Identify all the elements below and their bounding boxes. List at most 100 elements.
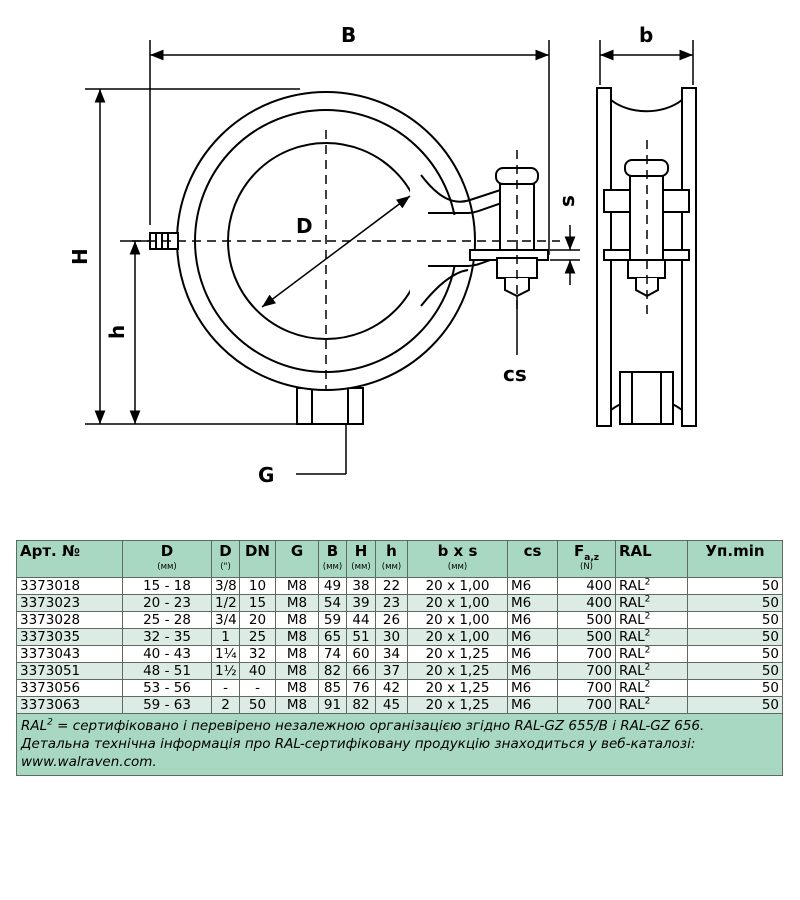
table-cell: 3373051 <box>16 662 123 680</box>
table-cell: RAL2 <box>615 611 688 629</box>
table-cell: 65 <box>318 628 347 646</box>
table-cell: 50 <box>687 645 783 663</box>
col-header-h-lower: h(мм) <box>375 540 408 578</box>
note-ral-cert: = сертифіковано і перевірено незалежною … <box>52 718 705 734</box>
table-cell: M8 <box>275 679 319 697</box>
table-cell: 91 <box>318 696 347 714</box>
table-cell: 51 <box>346 628 376 646</box>
dim-label-H: H <box>68 248 92 265</box>
table-cell: 3373023 <box>16 594 123 612</box>
table-cell: 82 <box>346 696 376 714</box>
table-cell: M6 <box>507 594 558 612</box>
table-cell: 30 <box>375 628 408 646</box>
table-cell: 66 <box>346 662 376 680</box>
table-cell: RAL2 <box>615 679 688 697</box>
table-cell: M8 <box>275 594 319 612</box>
table-cell: M6 <box>507 628 558 646</box>
dim-label-h: h <box>105 325 129 339</box>
front-view <box>149 91 549 425</box>
table-cell: M6 <box>507 679 558 697</box>
table-cell: 34 <box>375 645 408 663</box>
table-cell: 39 <box>346 594 376 612</box>
table-cell: 700 <box>557 696 616 714</box>
col-header-dn: DN <box>239 540 276 578</box>
table-cell: 700 <box>557 679 616 697</box>
pipe-clamp-drawing: B b H h D s cs G <box>68 23 697 487</box>
table-cell: M6 <box>507 611 558 629</box>
table-cell: 20 x 1,25 <box>407 645 508 663</box>
table-cell: 20 x 1,00 <box>407 628 508 646</box>
col-header-cs: cs <box>507 540 558 578</box>
table-cell: 40 <box>239 662 276 680</box>
table-cell: RAL2 <box>615 594 688 612</box>
table-cell: RAL2 <box>615 696 688 714</box>
dim-label-cs: cs <box>503 362 527 386</box>
table-cell: M6 <box>507 662 558 680</box>
table-cell: 3/8 <box>211 577 240 595</box>
table-cell: RAL2 <box>615 662 688 680</box>
table-cell: M8 <box>275 611 319 629</box>
table-notes: RAL2 = сертифіковано і перевірено незале… <box>16 713 783 776</box>
side-view <box>596 87 697 427</box>
table-cell: 53 - 56 <box>122 679 212 697</box>
col-header-bxs: b x s(мм) <box>407 540 508 578</box>
table-header-row: Арт. № D(мм) D(") DN G B(мм) H(мм) h(мм)… <box>16 540 783 578</box>
table-cell: 20 x 1,25 <box>407 662 508 680</box>
table-cell: RAL2 <box>615 645 688 663</box>
table-cell: 20 x 1,00 <box>407 611 508 629</box>
col-header-pack-min: Уп.min <box>687 540 783 578</box>
table-cell: 1¼ <box>211 645 240 663</box>
table-cell: 20 x 1,25 <box>407 679 508 697</box>
table-cell: 59 <box>318 611 347 629</box>
table-cell: 700 <box>557 645 616 663</box>
table-cell: 37 <box>375 662 408 680</box>
dim-label-D: D <box>296 214 313 238</box>
table-cell: 20 x 1,00 <box>407 577 508 595</box>
table-cell: 38 <box>346 577 376 595</box>
table-cell: 42 <box>375 679 408 697</box>
table-cell: 400 <box>557 594 616 612</box>
ral-sup: 2 <box>47 717 53 728</box>
table-cell: - <box>211 679 240 697</box>
table-cell: 26 <box>375 611 408 629</box>
dim-label-b: b <box>639 23 653 47</box>
table-cell: 25 <box>239 628 276 646</box>
col-header-d-mm: D(мм) <box>122 540 212 578</box>
col-header-ral: RAL <box>615 540 688 578</box>
table-cell: 3373035 <box>16 628 123 646</box>
dim-label-s: s <box>555 195 579 207</box>
table-cell: 400 <box>557 577 616 595</box>
table-cell: M8 <box>275 696 319 714</box>
table-cell: 50 <box>687 628 783 646</box>
table-cell: 20 - 23 <box>122 594 212 612</box>
table-cell: 3/4 <box>211 611 240 629</box>
table-cell: 1 <box>211 628 240 646</box>
table-cell: 22 <box>375 577 408 595</box>
table-cell: 50 <box>687 696 783 714</box>
table-cell: M8 <box>275 662 319 680</box>
table-cell: 15 - 18 <box>122 577 212 595</box>
dimension-lines <box>85 40 694 475</box>
table-cell: 50 <box>239 696 276 714</box>
table-cell: RAL2 <box>615 628 688 646</box>
table-cell: 76 <box>346 679 376 697</box>
table-cell: 50 <box>687 577 783 595</box>
table-cell: 2 <box>211 696 240 714</box>
table-cell: 20 x 1,25 <box>407 696 508 714</box>
table-cell: 700 <box>557 662 616 680</box>
table-cell: M6 <box>507 577 558 595</box>
spec-table: Арт. № D(мм) D(") DN G B(мм) H(мм) h(мм)… <box>16 540 783 776</box>
table-cell: 44 <box>346 611 376 629</box>
ral-term: RAL <box>21 718 48 734</box>
col-header-force: Fa,z(N) <box>557 540 616 578</box>
table-cell: 20 <box>239 611 276 629</box>
table-cell: 1½ <box>211 662 240 680</box>
table-cell: 3373056 <box>16 679 123 697</box>
table-cell: 10 <box>239 577 276 595</box>
diameter-line <box>261 195 411 308</box>
